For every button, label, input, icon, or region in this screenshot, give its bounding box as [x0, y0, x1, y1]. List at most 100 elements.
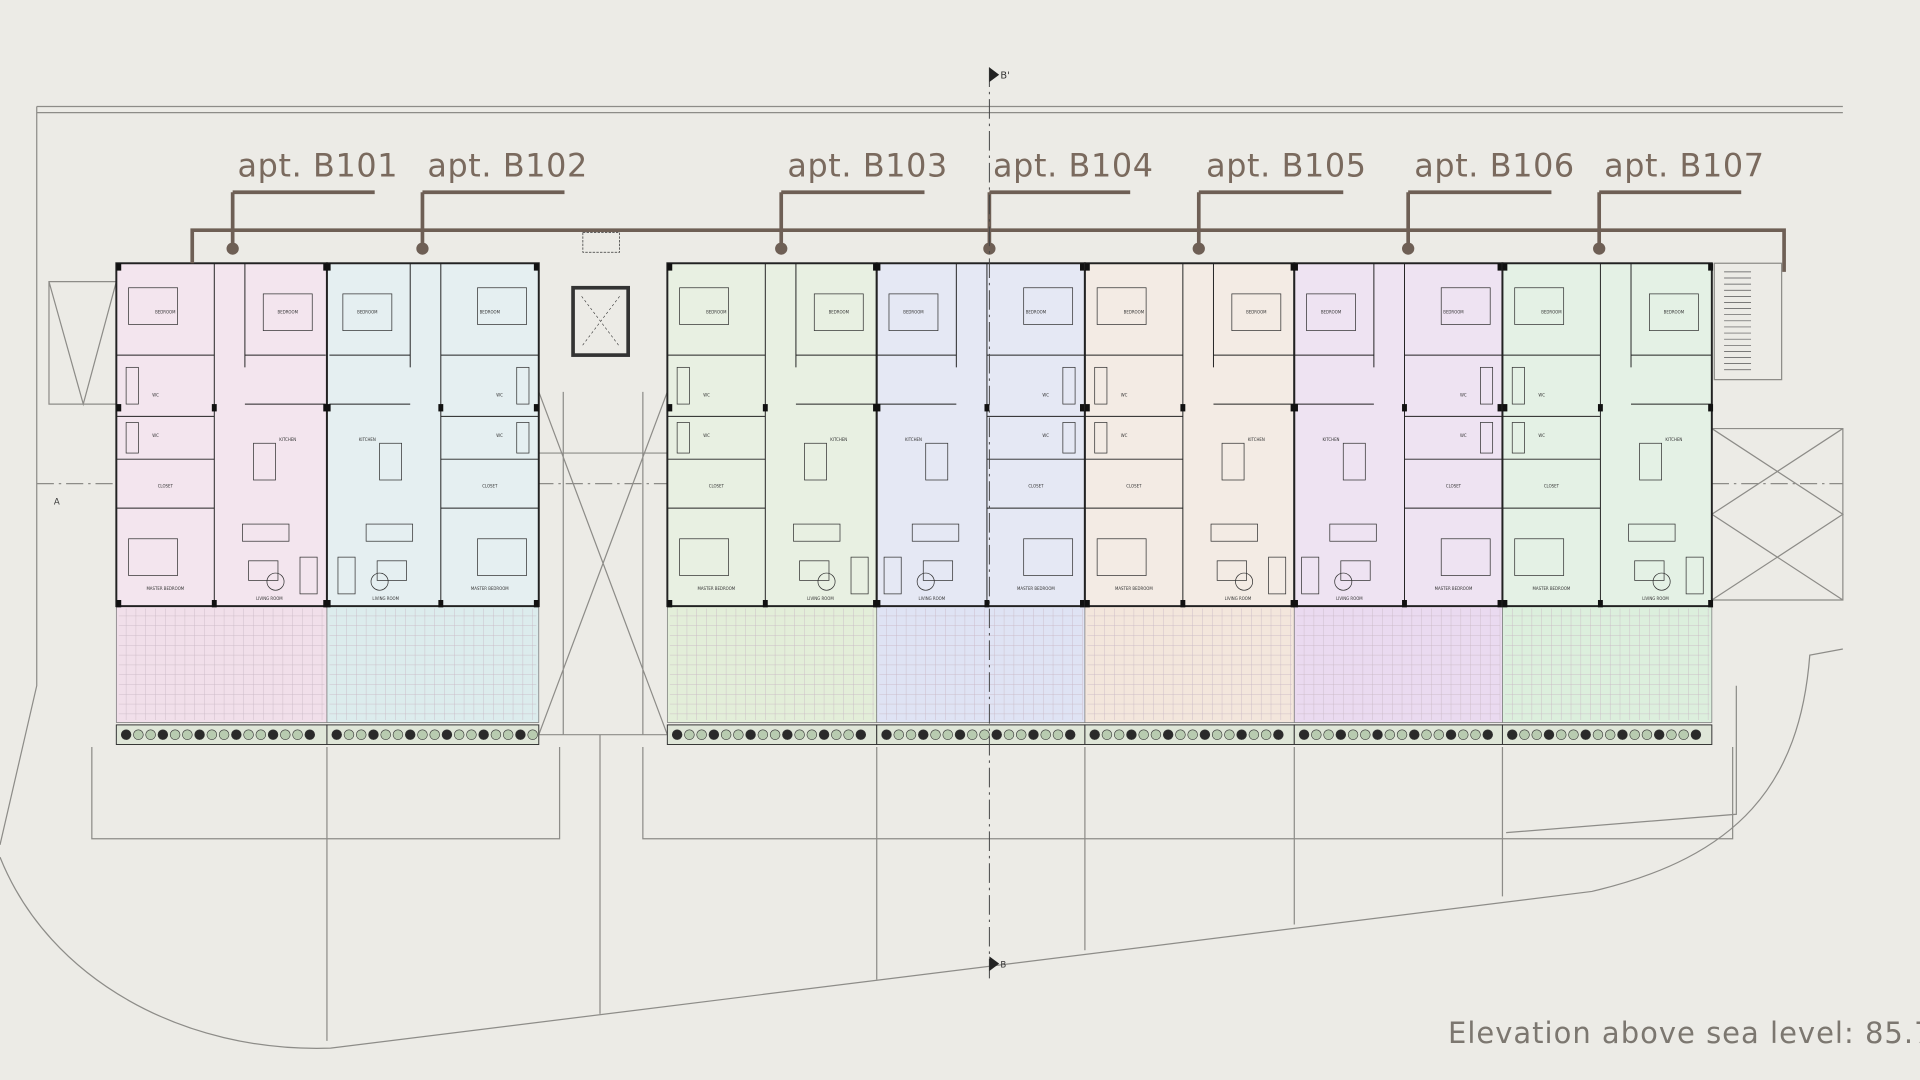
planter-row [326, 724, 540, 745]
column [438, 404, 444, 412]
shrub-icon [1040, 729, 1051, 740]
shrub-icon [954, 729, 966, 740]
shrub-icon [429, 729, 440, 740]
room-label: LIVING ROOM [1225, 596, 1252, 601]
shrub-icon [1260, 729, 1272, 740]
sofa-icon [365, 523, 414, 542]
column [1080, 263, 1085, 271]
shrub-icon [1065, 729, 1076, 740]
shrub-icon [231, 729, 242, 740]
terrace [876, 605, 1086, 723]
room-label: BEDROOM [1026, 309, 1046, 314]
shrub-icon [1211, 729, 1223, 740]
shrub-icon [478, 729, 489, 740]
shrub-icon [1690, 729, 1702, 740]
room-label: CLOSET [1446, 483, 1462, 488]
coffee-table-icon [1235, 572, 1254, 591]
bed-icon [128, 538, 178, 576]
shrub-icon [1641, 729, 1653, 740]
bathtub-icon [1062, 422, 1076, 454]
room-label: LIVING ROOM [1642, 596, 1669, 601]
room-label: BEDROOM [1321, 309, 1341, 314]
shrub-icon [1028, 729, 1039, 740]
column [1180, 404, 1186, 412]
column [533, 404, 539, 412]
apartment-label[interactable]: apt. B106 [1414, 146, 1575, 184]
shrub-icon [1409, 729, 1420, 740]
shrub-icon [1016, 729, 1027, 740]
apartment-label[interactable]: apt. B102 [427, 146, 588, 184]
apartment-label[interactable]: apt. B101 [238, 146, 399, 184]
column [211, 600, 217, 608]
bed-icon [1096, 538, 1147, 576]
room-label: CLOSET [482, 483, 498, 488]
room-label: WC [152, 433, 159, 438]
room-label: LIVING ROOM [807, 596, 834, 601]
shrub-icon [1052, 729, 1064, 740]
shrub-icon [1458, 729, 1469, 740]
planter-row [666, 724, 878, 745]
room-label: BEDROOM [1541, 309, 1561, 314]
room-label: KITCHEN [1323, 437, 1340, 442]
column [1293, 263, 1298, 271]
column [1708, 404, 1714, 412]
room-label: KITCHEN [830, 437, 847, 442]
shrub-icon [745, 729, 756, 740]
bed-icon [1649, 293, 1699, 331]
apartment-label[interactable]: apt. B103 [787, 146, 948, 184]
shrub-icon [527, 729, 538, 740]
terrace [666, 605, 878, 723]
column [1084, 404, 1090, 412]
bed-icon [1440, 287, 1491, 325]
elevation-caption: Elevation above sea level: 85.75 m [1448, 1016, 1920, 1050]
shrub-icon [1236, 729, 1247, 740]
shrub-icon [1433, 729, 1444, 740]
shrub-icon [967, 729, 978, 740]
armchair-icon [1301, 556, 1320, 595]
planter-row [1293, 724, 1503, 745]
shrub-icon [356, 729, 367, 740]
shrub-icon [671, 729, 683, 740]
shrub-icon [1187, 729, 1198, 740]
shrub-icon [1605, 729, 1616, 740]
shrub-icon [182, 729, 193, 740]
shrub-icon [930, 729, 941, 740]
armchair-icon [337, 556, 356, 595]
bed-icon [1306, 293, 1356, 331]
outer-wall [1501, 262, 1713, 608]
shrub-icon [1003, 729, 1015, 740]
room-label: BEDROOM [155, 309, 175, 314]
column [1084, 600, 1090, 608]
shrub-icon [1580, 729, 1591, 740]
column [667, 404, 673, 412]
room-label: MASTER BEDROOM [1533, 586, 1571, 591]
shrub-icon [453, 729, 465, 740]
shrub-icon [1273, 729, 1284, 740]
shrub-icon [1629, 729, 1640, 740]
terrace [1502, 605, 1713, 723]
shrub-icon [304, 729, 315, 740]
column [438, 600, 444, 608]
shrub-icon [757, 729, 769, 740]
apartment-label[interactable]: apt. B104 [993, 146, 1154, 184]
bed-icon [679, 538, 729, 576]
shrub-icon [1150, 729, 1162, 740]
apartment-label[interactable]: apt. B107 [1604, 146, 1765, 184]
section-arrow-icon [989, 67, 1000, 83]
dining-table-icon [1342, 442, 1366, 481]
bed-icon [1514, 538, 1565, 576]
leader-dot [416, 242, 429, 255]
room-label: WC [1121, 433, 1128, 438]
room-label: BEDROOM [1246, 309, 1266, 314]
shrub-icon [466, 729, 477, 740]
apartment-fill [1294, 263, 1503, 607]
walls [1501, 262, 1713, 608]
apartment-label[interactable]: apt. B105 [1206, 146, 1367, 184]
